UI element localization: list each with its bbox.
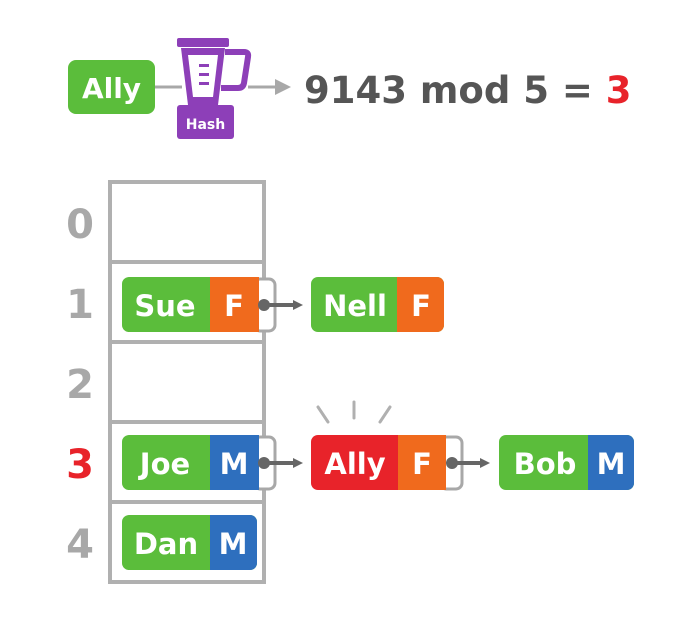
- index-label: 1: [66, 282, 94, 328]
- index-label: 2: [66, 362, 94, 408]
- entry-node-new: Ally F: [311, 435, 446, 490]
- entry-tag: M: [597, 447, 626, 481]
- hash-expression: 9143 mod 5 = 3: [304, 69, 631, 112]
- entry-node: Sue F: [122, 277, 259, 332]
- entry-node: Joe M: [122, 435, 259, 490]
- index-label: 4: [66, 522, 94, 568]
- entry-tag: F: [224, 289, 244, 323]
- index-label-highlighted: 3: [66, 442, 94, 488]
- table-outline: [108, 180, 266, 584]
- input-key-label: Ally: [82, 72, 141, 105]
- hash-result: 3: [606, 69, 632, 112]
- entry-name: Nell: [323, 289, 387, 323]
- entry-name: Dan: [134, 527, 198, 561]
- entry-tag: M: [220, 447, 249, 481]
- new-entry-sparkle-icon: [316, 400, 392, 424]
- entry-name: Ally: [324, 447, 385, 481]
- entry-node: Dan M: [122, 515, 257, 570]
- hash-expression-text: 9143 mod 5 =: [304, 69, 606, 112]
- entry-node: Nell F: [311, 277, 444, 332]
- chain-bucket-3: Joe M Ally F Bob M: [122, 400, 634, 491]
- hash-table: [108, 180, 266, 584]
- entry-name: Sue: [134, 289, 195, 323]
- index-label: 0: [66, 202, 94, 248]
- entry-name: Bob: [514, 447, 577, 481]
- entry-name: Joe: [138, 447, 190, 481]
- entry-node: Bob M: [499, 435, 634, 490]
- entry-tag: F: [411, 289, 431, 323]
- entry-tag: M: [219, 527, 248, 561]
- entry-tag: F: [412, 447, 432, 481]
- index-labels: 0 1 2 3 4: [66, 202, 94, 568]
- hash-step: Ally Hash 9143 mod 5 = 3: [68, 38, 631, 139]
- chain-bucket-4: Dan M: [122, 515, 257, 570]
- input-key-box: [68, 60, 155, 114]
- hash-label: Hash: [186, 117, 225, 133]
- chain-bucket-1: Sue F Nell F: [122, 277, 444, 333]
- blender-icon: Hash: [177, 38, 252, 139]
